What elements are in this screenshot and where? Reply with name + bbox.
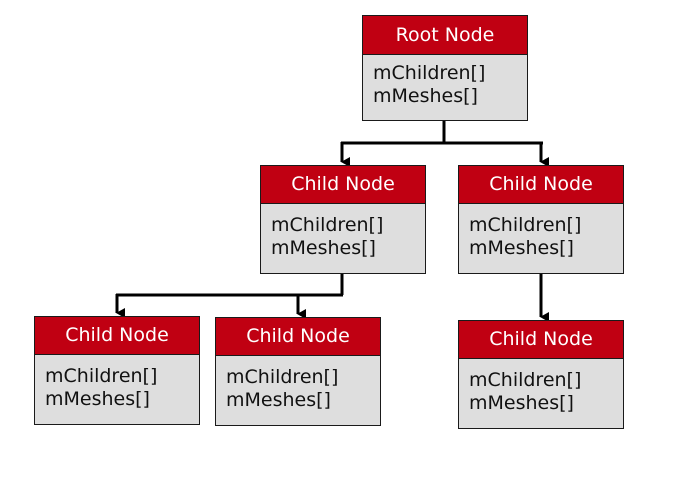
child-node-3-title: Child Node [35,317,199,355]
child-node-5-fields: mChildren[] mMeshes[] [469,369,619,415]
child-node-5: Child Node mChildren[] mMeshes[] [458,320,624,429]
child-node-5-meshes-field: mMeshes[] [469,392,574,414]
root-connector [340,121,549,167]
root-node-fields: mChildren[] mMeshes[] [373,62,523,108]
child-node-2-children-field: mChildren[] [469,214,582,236]
child-node-4-meshes-field: mMeshes[] [226,389,331,411]
child-node-4-fields: mChildren[] mMeshes[] [226,366,376,412]
child-node-4-children-field: mChildren[] [226,366,339,388]
child-node-4: Child Node mChildren[] mMeshes[] [215,317,381,426]
root-node-children-field: mChildren[] [373,62,486,84]
child-node-2-fields: mChildren[] mMeshes[] [469,214,619,260]
child-node-5-title: Child Node [459,321,623,359]
child-node-5-children-field: mChildren[] [469,369,582,391]
child-1-connector [115,274,344,319]
child-node-3: Child Node mChildren[] mMeshes[] [34,316,200,425]
child-node-1-children-field: mChildren[] [271,214,384,236]
child-node-1-title: Child Node [261,166,425,204]
child-node-2-title: Child Node [459,166,623,204]
child-node-4-title: Child Node [216,318,380,356]
root-node-title: Root Node [363,16,527,55]
root-node: Root Node mChildren[] mMeshes[] [362,15,528,121]
child-node-1-meshes-field: mMeshes[] [271,237,376,259]
child-node-3-children-field: mChildren[] [45,365,158,387]
child-node-2: Child Node mChildren[] mMeshes[] [458,165,624,274]
root-node-meshes-field: mMeshes[] [373,85,478,107]
child-node-1-fields: mChildren[] mMeshes[] [271,214,421,260]
child-node-1: Child Node mChildren[] mMeshes[] [260,165,426,274]
child-node-3-fields: mChildren[] mMeshes[] [45,365,195,411]
child-node-3-meshes-field: mMeshes[] [45,388,150,410]
child-node-2-meshes-field: mMeshes[] [469,237,574,259]
